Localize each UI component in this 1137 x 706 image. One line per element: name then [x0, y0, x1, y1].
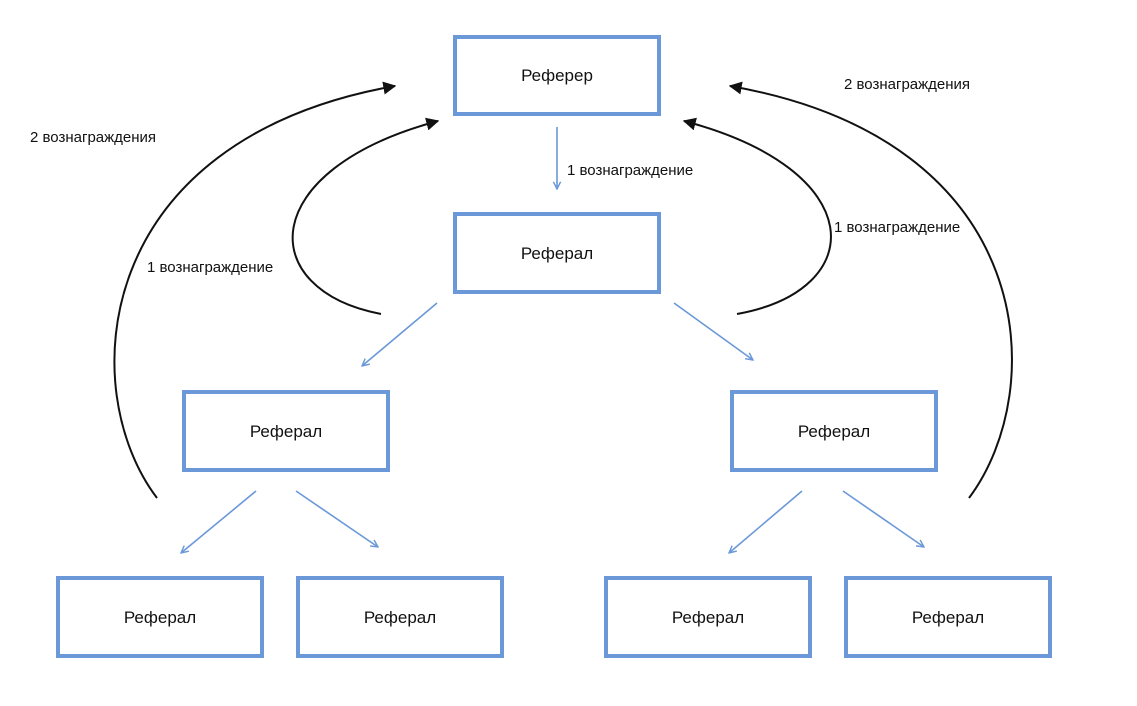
arrow-level1-to-right [673, 302, 753, 360]
label-root-to-level1: 1 вознаграждение [567, 162, 693, 179]
reward-arrow-outer-left [113, 81, 397, 499]
referral-box-level3-2: Реферал [296, 576, 504, 658]
referrer-box: Реферер [453, 35, 661, 116]
referral-label: Реферал [798, 422, 870, 441]
referral-label: Реферал [364, 608, 436, 627]
referral-box-level2-left: Реферал [182, 390, 390, 472]
referral-label: Реферал [672, 608, 744, 627]
referral-label: Реферал [912, 608, 984, 627]
arrow-right-to-l3-3 [729, 490, 803, 553]
referral-box-level1: Реферал [453, 212, 661, 294]
referral-label: Реферал [124, 608, 196, 627]
reward-arrow-outer-right [728, 81, 1013, 499]
arrow-left-to-l3-2 [295, 490, 378, 547]
label-inner-right-return: 1 вознаграждение [834, 219, 960, 236]
referrer-label: Реферер [521, 66, 593, 85]
label-outer-left-return: 2 вознаграждения [30, 129, 156, 146]
label-inner-left-return: 1 вознаграждение [147, 259, 273, 276]
label-outer-right-return: 2 вознаграждения [844, 76, 970, 93]
referral-label: Реферал [521, 244, 593, 263]
referral-box-level2-right: Реферал [730, 390, 938, 472]
referral-box-level3-3: Реферал [604, 576, 812, 658]
referral-label: Реферал [250, 422, 322, 441]
arrow-level1-to-left [362, 302, 438, 366]
reward-arrow-inner-right [682, 117, 832, 315]
referral-box-level3-4: Реферал [844, 576, 1052, 658]
referral-box-level3-1: Реферал [56, 576, 264, 658]
reward-arrow-inner-left [291, 117, 440, 315]
arrow-right-to-l3-4 [842, 490, 924, 547]
arrow-left-to-l3-1 [181, 490, 257, 553]
